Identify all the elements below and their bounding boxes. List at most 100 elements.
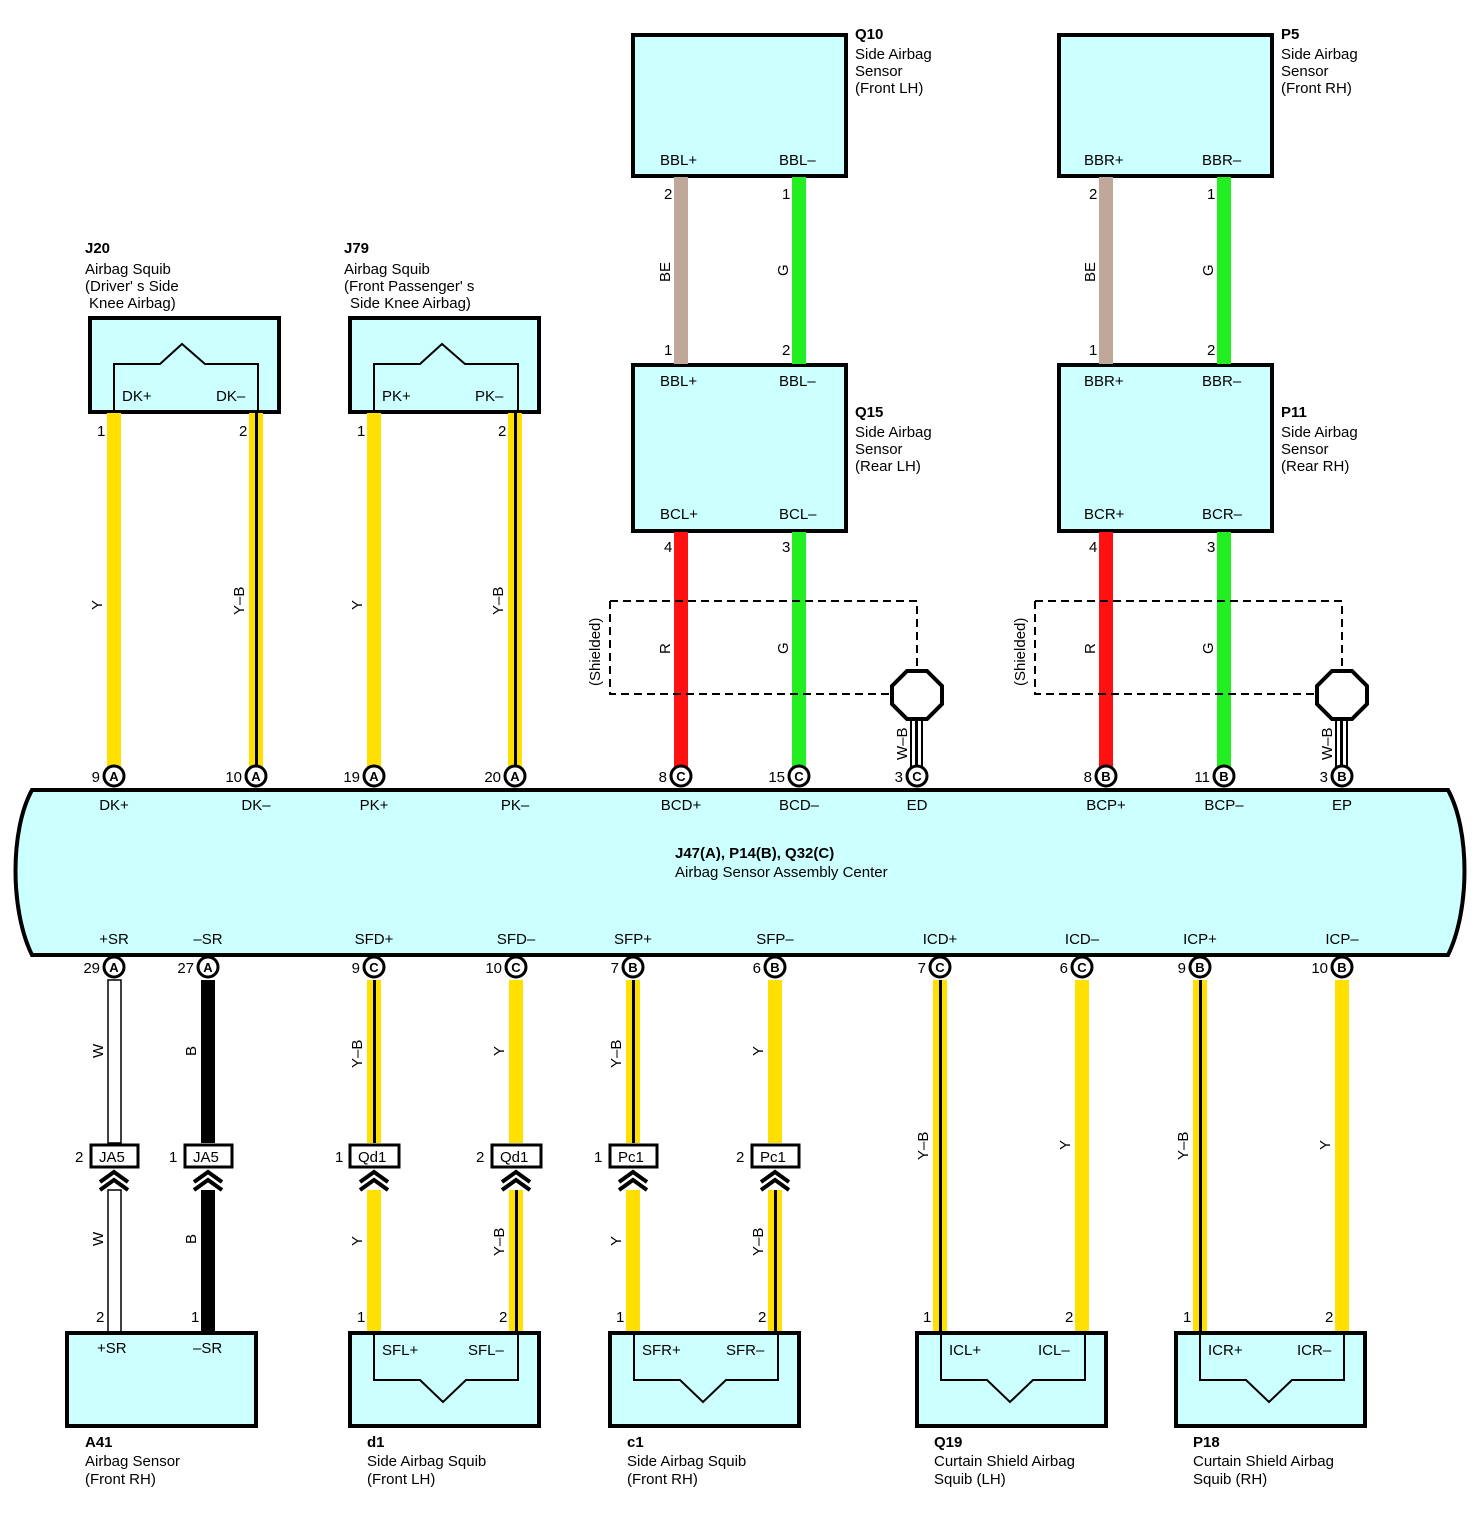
connector-circle (1330, 764, 1354, 788)
top-wires (107, 177, 1348, 768)
wire-color: Y (1317, 1140, 1334, 1150)
wire-color: W (90, 1231, 107, 1246)
top-wire-pin-numbers: 1 2 1 2 2 1 1 2 4 3 2 1 1 2 4 3 (97, 186, 1215, 556)
center-bottom-pins: A29+SRA27–SRC9SFD+C10SFD–B7SFP+B6SFP–C7I… (83, 931, 1359, 979)
wire-color: G (775, 642, 792, 654)
component-label: Sensor (855, 63, 903, 80)
connector-circle (621, 955, 645, 979)
component-a41: +SR –SR A41 Airbag Sensor (Front RH) (65, 1331, 258, 1488)
wire-color: Y–B (915, 1132, 932, 1160)
pin-label: BBR+ (1084, 373, 1124, 390)
pin-name: EP (1332, 797, 1352, 814)
junction-code: Pc1 (760, 1149, 786, 1166)
ground-octagon (1315, 669, 1369, 721)
pin-label: BBL+ (660, 373, 697, 390)
pin-name: SFD– (497, 931, 536, 948)
pin-number: 1 (782, 186, 790, 203)
junction-code: Pc1 (618, 1149, 644, 1166)
connector-circle (1330, 955, 1354, 979)
connector-circle (244, 764, 268, 788)
pin-name: ICP+ (1183, 931, 1217, 948)
connector-letter: C (1077, 960, 1087, 975)
component-label: Squib (RH) (1193, 1471, 1267, 1488)
component-label: Airbag Squib (344, 261, 430, 278)
component-label: Side Knee Airbag) (350, 295, 471, 312)
pin-label: BBR– (1202, 373, 1242, 390)
pin-number: 9 (352, 960, 360, 977)
component-code: P11 (1281, 404, 1307, 421)
pin-number: 6 (1060, 960, 1068, 977)
pin-number: 2 (664, 186, 672, 203)
wire-color: G (1200, 264, 1217, 276)
pin-number: 9 (1178, 960, 1186, 977)
pin-number: 27 (177, 960, 194, 977)
pin-label: SFR+ (642, 1342, 681, 1359)
wire-color: R (657, 643, 674, 654)
wire-color: W (90, 1043, 107, 1058)
wire-color: Y (89, 600, 106, 610)
junction-pin: 2 (476, 1149, 484, 1166)
bottom-wires-lower (107, 1189, 782, 1334)
pin-label: BBR+ (1084, 152, 1124, 169)
connector-letter: A (109, 960, 119, 975)
wire-color: Y–B (1175, 1132, 1192, 1160)
component-label: (Front RH) (627, 1471, 698, 1488)
pin-number: 2 (1065, 1309, 1073, 1326)
pin-label: ICL– (1038, 1342, 1070, 1359)
center-top-pins: A9DK+A10DK–A19PK+A20PK–C8BCD+C15BCD–C3ED… (92, 764, 1354, 814)
junction-ja5-1: JA5 1 (169, 1143, 234, 1192)
connector-letter: A (109, 769, 119, 784)
connector-circle (763, 955, 787, 979)
wire-color: Y–B (349, 1040, 366, 1068)
pin-number: 2 (1325, 1309, 1333, 1326)
pin-label: BCR– (1202, 506, 1243, 523)
pin-label: PK– (475, 388, 504, 405)
component-label: (Driver' s Side (85, 278, 179, 295)
pin-number: 3 (1207, 539, 1215, 556)
wire-color: Y (491, 1046, 508, 1056)
wire-color: Y (1057, 1140, 1074, 1150)
pin-name: SFD+ (355, 931, 394, 948)
pin-label: DK+ (122, 388, 152, 405)
component-label: (Front LH) (855, 80, 923, 97)
pin-number: 4 (664, 539, 672, 556)
pin-number: 15 (768, 769, 785, 786)
wire-color: Y–B (490, 587, 507, 615)
wire-color: W–B (894, 727, 911, 760)
connector-circle (362, 955, 386, 979)
connector-letter: C (912, 769, 922, 784)
connector-letter: C (935, 960, 945, 975)
connector-letter: B (1337, 769, 1346, 784)
connector-circle (905, 764, 929, 788)
pin-name: DK+ (99, 797, 129, 814)
wire-color: BE (657, 262, 674, 282)
shielded-label: (Shielded) (587, 618, 604, 686)
junction-code: JA5 (99, 1149, 125, 1166)
connector-letter: A (251, 769, 261, 784)
component-label: Side Airbag (855, 424, 932, 441)
pin-number: 10 (1311, 960, 1328, 977)
pin-number: 29 (83, 960, 100, 977)
connector-letter: C (511, 960, 521, 975)
junction-connectors: JA5 2 JA5 1 Qd1 1 Qd1 2 Pc1 1 (75, 1143, 801, 1192)
component-label: Side Airbag (855, 46, 932, 63)
wire-color: Y–B (608, 1040, 625, 1068)
component-label: Knee Airbag) (89, 295, 176, 312)
shield-rh: (Shielded) (1012, 600, 1369, 721)
connector-circle (669, 764, 693, 788)
component-code: A41 (85, 1434, 113, 1451)
airbag-sensor-assembly-center (13, 788, 1467, 957)
connector-letter: B (1195, 960, 1204, 975)
pin-label: ICL+ (949, 1342, 981, 1359)
pin-name: +SR (99, 931, 129, 948)
component-label: Side Airbag Squib (367, 1453, 486, 1470)
wire-color: G (775, 264, 792, 276)
pin-label: DK– (216, 388, 246, 405)
pin-label: SFR– (726, 1342, 765, 1359)
